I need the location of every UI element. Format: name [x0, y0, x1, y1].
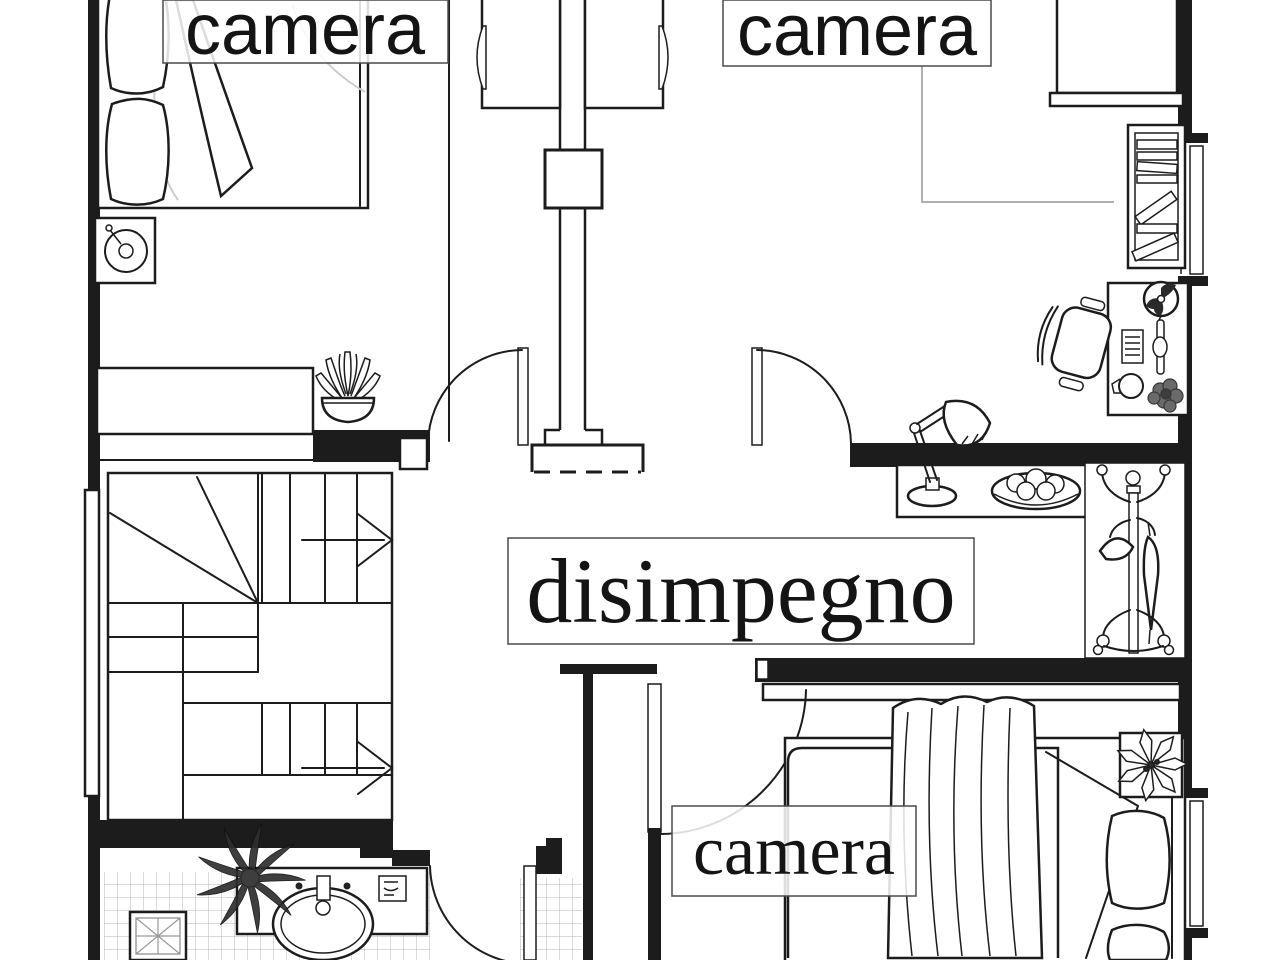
hat: [1098, 537, 1135, 561]
keyboard: [1121, 329, 1144, 364]
faucet: [316, 875, 331, 901]
direction-arrow-up: [301, 513, 394, 567]
office-chair: [1036, 296, 1113, 392]
bath-rug: [128, 910, 188, 960]
desk-plant: [1147, 378, 1184, 413]
monitor: [1152, 319, 1168, 375]
pillow: [105, 97, 170, 206]
room-label-text: disimpegno: [526, 540, 955, 642]
spine-foot: [530, 443, 645, 472]
fruit-bowl: [990, 468, 1082, 511]
vanity-sink: [235, 866, 429, 960]
duvet: [786, 746, 1060, 958]
desk-lamp: [906, 399, 992, 508]
duvet-fold: [1045, 751, 1140, 959]
wardrobe-right: [583, 0, 669, 110]
walls: [83, 0, 1192, 960]
single-bed: [783, 695, 1187, 960]
door-swing-bathroom: [429, 865, 537, 960]
fern-plant: [196, 823, 306, 934]
wardrobe-left: [476, 0, 562, 110]
door-swing-top-right: [751, 347, 852, 446]
wardrobe-top-right: [1048, 0, 1185, 108]
ceiling-line: [921, 66, 1114, 203]
room-label-bedroom-top-right: camera: [722, 0, 992, 71]
direction-arrow-down: [301, 741, 394, 795]
bookshelf: [1126, 123, 1187, 270]
room-label-text: camera: [185, 0, 426, 70]
umbrella: [1142, 521, 1160, 645]
mug: [1111, 373, 1144, 399]
column: [543, 148, 604, 210]
room-label-bedroom-bottom: camera: [671, 805, 917, 897]
poinsettia-plant: [1116, 728, 1189, 803]
desk-fan: [1142, 280, 1180, 325]
pillow: [1106, 923, 1170, 960]
pillow: [1105, 809, 1171, 910]
aloe-plant: [315, 351, 381, 424]
dresser: [95, 366, 315, 436]
staircase: [106, 471, 394, 822]
room-label-text: camera: [693, 813, 895, 890]
room-label-bedroom-top-left: camera: [162, 0, 449, 70]
nightstand-lamp: [93, 216, 157, 285]
winder-lines: [109, 476, 259, 604]
room-label-text: camera: [737, 0, 978, 71]
room-label-hallway: disimpegno: [507, 537, 975, 645]
soap-dispenser: [378, 875, 407, 902]
door-swing-top-left: [427, 347, 529, 446]
bathroom: [104, 823, 582, 960]
pillow: [105, 0, 170, 95]
coat-stand: [1084, 462, 1186, 659]
